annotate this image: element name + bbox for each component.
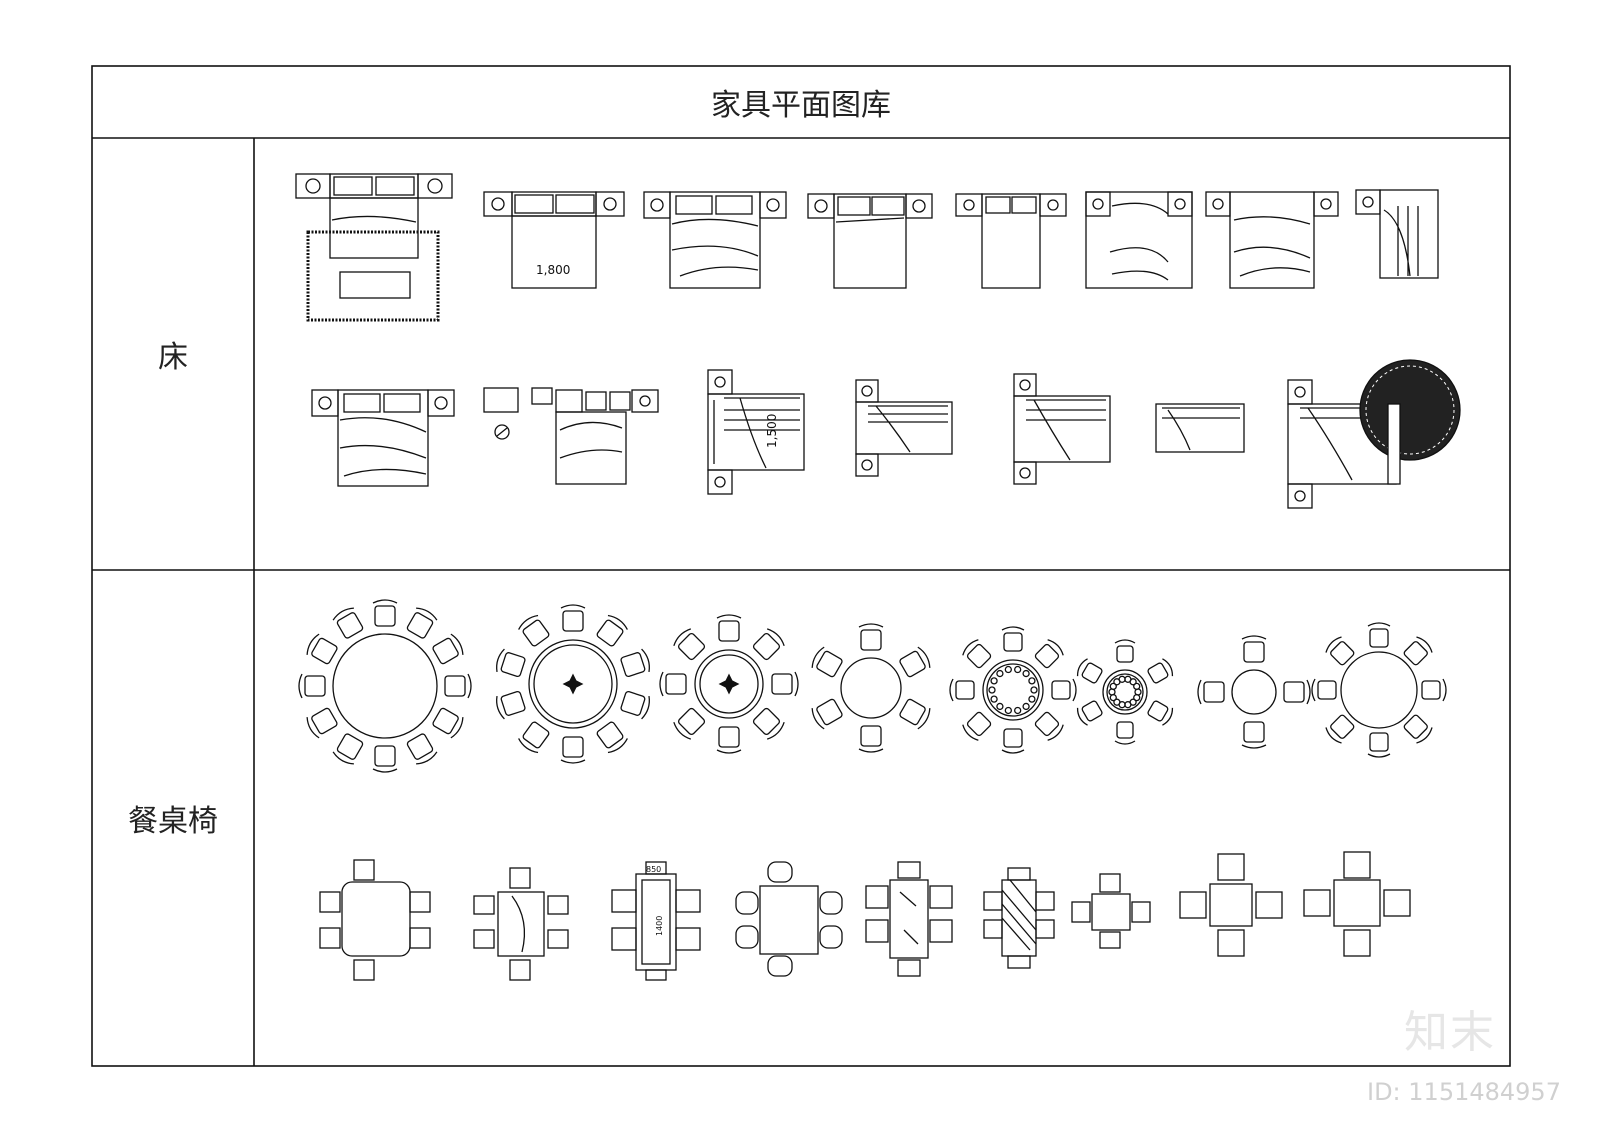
round-table-8-chairs-icon xyxy=(659,614,799,754)
round-table-10-chairs-icon xyxy=(496,604,650,764)
single-bed-nightstands-icon xyxy=(955,193,1067,289)
section-label-bed: 床 xyxy=(158,340,188,375)
daybed-icon xyxy=(1155,403,1245,453)
double-bed-plain-icon xyxy=(807,193,933,289)
table-a-dimension: 850 xyxy=(646,865,661,874)
outer-border xyxy=(91,65,1511,1067)
round-table-8-small-icon xyxy=(1311,622,1447,758)
round-table-8-ornate-icon xyxy=(949,626,1077,754)
section-label-dining: 餐桌椅 xyxy=(128,804,218,839)
double-bed-duvet-icon xyxy=(1205,191,1339,289)
single-bed-rotated-2-icon xyxy=(1013,373,1111,485)
square-table-4-armchairs-icon xyxy=(1303,851,1411,957)
hatched-table-6-chairs-icon xyxy=(983,867,1055,969)
double-bed-sheet-icon xyxy=(643,191,787,289)
watermark-id: ID: 1151484957 xyxy=(1367,1078,1561,1106)
round-table-6-ornate-icon xyxy=(1076,639,1174,745)
watermark-logo: 知末 xyxy=(1404,1007,1496,1058)
square-table-4-chairs-icon xyxy=(1179,853,1283,957)
bed-with-rug-icon xyxy=(295,173,453,322)
double-bed-1800-icon xyxy=(483,191,625,289)
rect-table-6-round-chairs-icon xyxy=(735,861,843,977)
bed-icons-row-2: 1,500 xyxy=(311,359,1461,509)
bed-icons-row-1: 1,800 xyxy=(295,173,1439,322)
round-table-icons xyxy=(298,599,1447,773)
glass-table-6-chairs-2-icon xyxy=(865,861,953,977)
double-bed-nightstands-icon xyxy=(311,389,455,487)
round-table-4-chairs-icon xyxy=(1197,635,1311,749)
round-table-6-chairs-icon xyxy=(811,623,931,753)
marble-table-6-chairs-icon xyxy=(473,867,569,981)
table-b-dimension: 1400 xyxy=(655,916,664,936)
bed-with-desk-icon xyxy=(483,387,659,485)
page-title: 家具平面图库 xyxy=(711,88,891,123)
bed-with-round-rug-icon xyxy=(1287,359,1461,509)
rounded-table-6-chairs-icon xyxy=(319,859,431,981)
rect-table-icons: 850 1400 xyxy=(319,851,1411,981)
glass-table-6-chairs-icon xyxy=(611,861,701,981)
sofa-bed-1500-icon xyxy=(707,369,805,495)
bed-width-dimension: 1,800 xyxy=(536,263,570,277)
square-table-4-small-icon xyxy=(1071,873,1151,949)
bed-length-dimension: 1,500 xyxy=(765,414,779,448)
double-bed-throw-icon xyxy=(1085,191,1193,289)
round-table-12-chairs-icon xyxy=(298,599,472,773)
single-bed-corner-icon xyxy=(1355,189,1439,279)
single-bed-rotated-icon xyxy=(855,379,953,477)
